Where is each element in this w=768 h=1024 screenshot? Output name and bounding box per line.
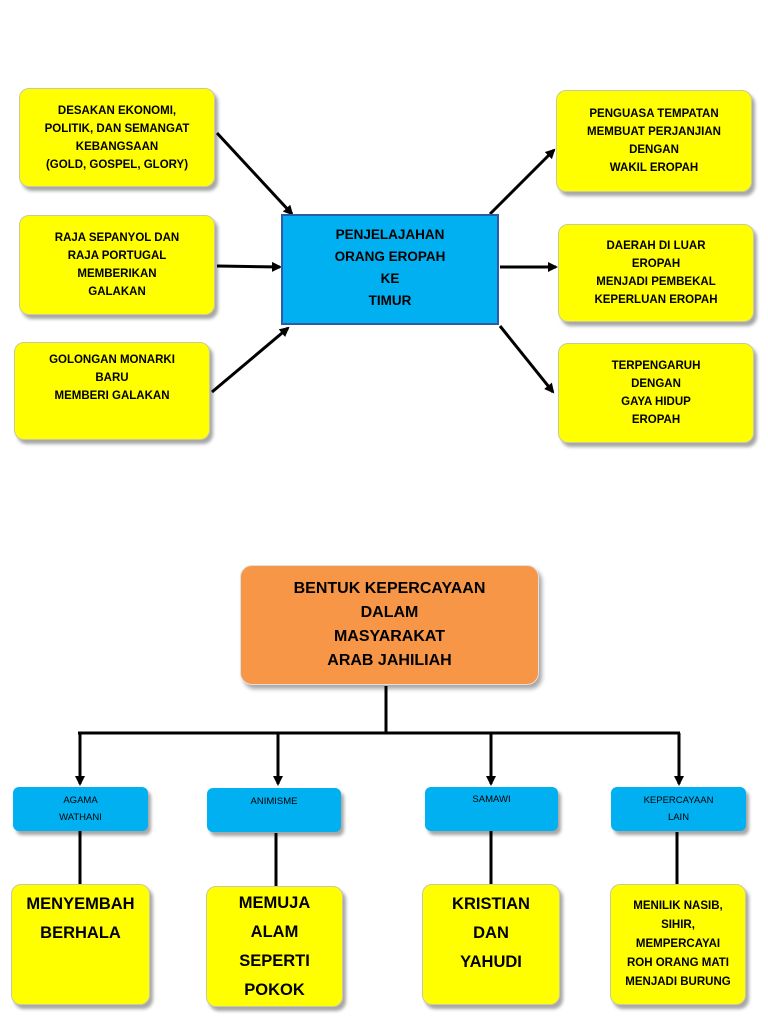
arrow-effect-3 [498, 325, 555, 394]
category-1-line: WATHANI [59, 812, 102, 823]
detail-2-line: MEMUJA [238, 893, 311, 912]
center-line: TIMUR [368, 293, 412, 308]
cause-box-1: DESAKAN EKONOMI, POLITIK, DAN SEMANGAT K… [19, 88, 215, 187]
cause-2-line: GALAKAN [88, 286, 146, 298]
cause-1-line: POLITIK, DAN SEMANGAT [44, 122, 190, 135]
detail-1-line: MENYEMBAH [26, 895, 135, 913]
arrow-effect-1 [488, 148, 556, 216]
center-box: PENJELAJAHAN ORANG EROPAH KE TIMUR [281, 214, 499, 325]
detail-1-line: BERHALA [40, 924, 121, 942]
category-4-line: KEPERCAYAAN [643, 795, 714, 806]
cause-1-line: (GOLD, GOSPEL, GLORY) [45, 158, 189, 171]
detail-box-1: MENYEMBAH BERHALA [11, 884, 150, 1005]
category-3-line: SAMAWI [472, 794, 511, 805]
arrow-cause-3 [211, 326, 290, 394]
root-line: BENTUK KEPERCAYAAN [293, 580, 486, 597]
effect-3-line: DENGAN [631, 378, 681, 390]
root-box: BENTUK KEPERCAYAAN DALAM MASYARAKAT ARAB… [240, 565, 539, 685]
root-line: DALAM [360, 604, 419, 621]
center-line: ORANG EROPAH [334, 249, 446, 264]
effect-1-line: PENGUASA TEMPATAN [589, 108, 719, 120]
detail-4-line: MENILIK NASIB, [633, 900, 723, 912]
cause-1-line: DESAKAN EKONOMI, [57, 104, 177, 117]
cause-2-line: RAJA SEPANYOL DAN [54, 232, 180, 244]
effect-3-line: EROPAH [631, 414, 681, 426]
cause-2-line: RAJA PORTUGAL [67, 250, 167, 262]
root-line: MASYARAKAT [333, 628, 446, 645]
effect-box-3: TERPENGARUH DENGAN GAYA HIDUP EROPAH [558, 343, 754, 443]
effect-1-line: DENGAN [629, 144, 679, 156]
cause-1-line: KEBANGSAAN [75, 140, 159, 153]
category-4-line: LAIN [667, 812, 690, 823]
cause-2-line: MEMBERIKAN [77, 268, 157, 280]
cause-3-line: GOLONGAN MONARKI [49, 354, 175, 366]
detail-4-line: MENJADI BURUNG [625, 976, 731, 988]
detail-2-line: POKOK [244, 980, 305, 999]
category-box-3: SAMAWI [425, 787, 558, 831]
effect-3-line: TERPENGARUH [611, 360, 701, 372]
category-box-1: AGAMA WATHANI [13, 787, 148, 831]
detail-box-4: MENILIK NASIB, SIHIR, MEMPERCAYAI ROH OR… [610, 884, 746, 1005]
arrow-cause-1 [215, 131, 294, 216]
effect-1-line: WAKIL EROPAH [609, 162, 699, 174]
detail-4-line: MEMPERCAYAI [635, 938, 721, 950]
detail-box-3: KRISTIAN DAN YAHUDI [422, 884, 560, 1005]
effect-2-line: EROPAH [631, 258, 681, 270]
detail-3-line: DAN [473, 924, 509, 942]
cause-box-2: RAJA SEPANYOL DAN RAJA PORTUGAL MEMBERIK… [19, 215, 215, 315]
cause-3-line: BARU [95, 372, 129, 384]
category-2-line: ANIMISME [250, 796, 298, 807]
category-box-4: KEPERCAYAAN LAIN [611, 787, 746, 831]
root-line: ARAB JAHILIAH [327, 652, 452, 669]
cause-3-line: MEMBERI GALAKAN [54, 390, 170, 402]
center-line: PENJELAJAHAN [335, 227, 445, 242]
effect-box-1: PENGUASA TEMPATAN MEMBUAT PERJANJIAN DEN… [556, 90, 752, 192]
category-1-line: AGAMA [63, 795, 98, 806]
detail-4-line: ROH ORANG MATI [626, 957, 729, 969]
effect-2-line: DAERAH DI LUAR [606, 240, 706, 252]
center-line: KE [380, 271, 400, 286]
detail-4-line: SIHIR, [661, 919, 695, 931]
detail-2-line: SEPERTI [239, 951, 310, 970]
effect-3-line: GAYA HIDUP [621, 396, 691, 408]
detail-2-line: ALAM [250, 922, 299, 941]
effect-box-2: DAERAH DI LUAR EROPAH MENJADI PEMBEKAL K… [558, 224, 754, 322]
effect-2-line: MENJADI PEMBEKAL [596, 276, 716, 288]
arrow-cause-2 [216, 261, 282, 272]
detail-3-line: KRISTIAN [452, 895, 530, 913]
effect-1-line: MEMBUAT PERJANJIAN [587, 126, 721, 138]
detail-box-2: MEMUJA ALAM SEPERTI POKOK [206, 886, 343, 1007]
category-box-2: ANIMISME [207, 788, 341, 832]
detail-3-line: YAHUDI [460, 953, 522, 971]
cause-box-3: GOLONGAN MONARKI BARU MEMBERI GALAKAN [14, 342, 210, 440]
effect-2-line: KEPERLUAN EROPAH [594, 294, 718, 306]
